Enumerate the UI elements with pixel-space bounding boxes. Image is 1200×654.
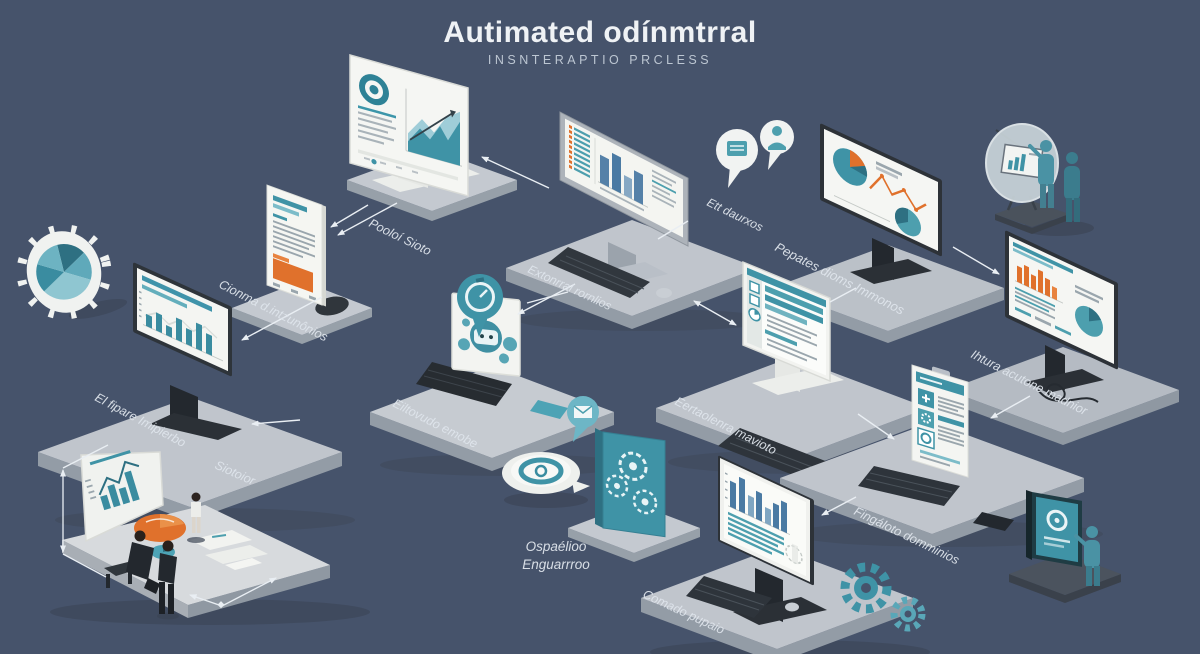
- connector-arrow: [821, 496, 857, 516]
- area-chart: [405, 88, 462, 167]
- connector-line: [526, 291, 569, 304]
- text-lines: [358, 105, 396, 145]
- kiosk-person: [1009, 490, 1121, 603]
- workspace-miniature: [50, 444, 370, 625]
- keyboard: [548, 247, 650, 298]
- gear-book-panel: [568, 428, 700, 562]
- person-presenter: [1028, 140, 1054, 208]
- connector-arrow: [857, 413, 895, 440]
- connector-arrow: [517, 283, 576, 315]
- timer-pin: [457, 274, 503, 337]
- gears-icon: [840, 562, 926, 632]
- desk-items: [134, 514, 268, 570]
- bar-chart: [725, 472, 790, 536]
- connector-arrow: [251, 419, 301, 427]
- icon-gear: [918, 407, 934, 429]
- keyboard: [416, 362, 512, 406]
- phone: [973, 512, 1014, 531]
- line-chart: [869, 173, 927, 212]
- gear-pie-icon: [16, 224, 128, 320]
- connector-line: [829, 287, 857, 303]
- side-lines: [600, 169, 676, 212]
- speech-bubble-device: [716, 129, 758, 188]
- label-ospaelioo-line1: Ospaélioo: [526, 539, 587, 554]
- orange-bar-chart: [1015, 264, 1063, 304]
- donut-chart: [359, 74, 389, 106]
- person-kiosk: [1074, 526, 1100, 586]
- clipboard-cluster: [780, 364, 1103, 548]
- stripe-lines: [728, 511, 784, 556]
- speech-bubble-person: [760, 120, 794, 170]
- connector-arrow: [952, 246, 1000, 275]
- keyboard: [718, 428, 828, 480]
- cable: [1037, 383, 1099, 403]
- person-sitting-man: [104, 530, 160, 594]
- connector-arrow: [330, 204, 369, 228]
- monitor-dashboard-topleft: [347, 54, 517, 221]
- dimension-node: [217, 601, 225, 609]
- connector-line: [657, 220, 689, 240]
- page-subtitle: INSNTERAPTIO PRCLESS: [488, 53, 712, 67]
- connector-arrows: [241, 156, 1031, 516]
- person-standing-woman: [187, 492, 205, 543]
- label-ospaelioo-line2: Enguarrroo: [522, 557, 590, 572]
- moon-pie: [894, 207, 921, 237]
- connector-arrow-double: [693, 300, 737, 326]
- mouse: [785, 602, 799, 612]
- laptop-robot-center: [370, 274, 630, 476]
- mini-charts: [84, 450, 140, 511]
- bar-chart: [598, 152, 648, 208]
- monitor-barchart-bottom: [641, 455, 930, 654]
- person-listener: [1064, 152, 1080, 222]
- connector-arrow: [990, 395, 1031, 419]
- mouse-teal: [530, 400, 568, 419]
- icon-plus: [918, 387, 934, 409]
- monitor-analytics-topright: [772, 123, 1004, 343]
- connector-arrow: [481, 156, 550, 189]
- page-title: Autimated odínmtrral: [443, 16, 756, 49]
- keyboard: [858, 466, 960, 506]
- pie-chart: [833, 148, 868, 186]
- keyboard: [686, 576, 772, 618]
- person-standing-man: [157, 540, 179, 620]
- bullet-list: [569, 124, 590, 178]
- icon-circle: [917, 426, 935, 450]
- presentation-people-icon: [985, 123, 1094, 236]
- pie-chart-small: [1075, 305, 1103, 337]
- disc-device: [502, 452, 590, 508]
- mouse: [656, 288, 672, 298]
- connector-arrow: [337, 202, 398, 236]
- connector-arrow: [241, 296, 323, 341]
- envelope-pin: [567, 396, 599, 442]
